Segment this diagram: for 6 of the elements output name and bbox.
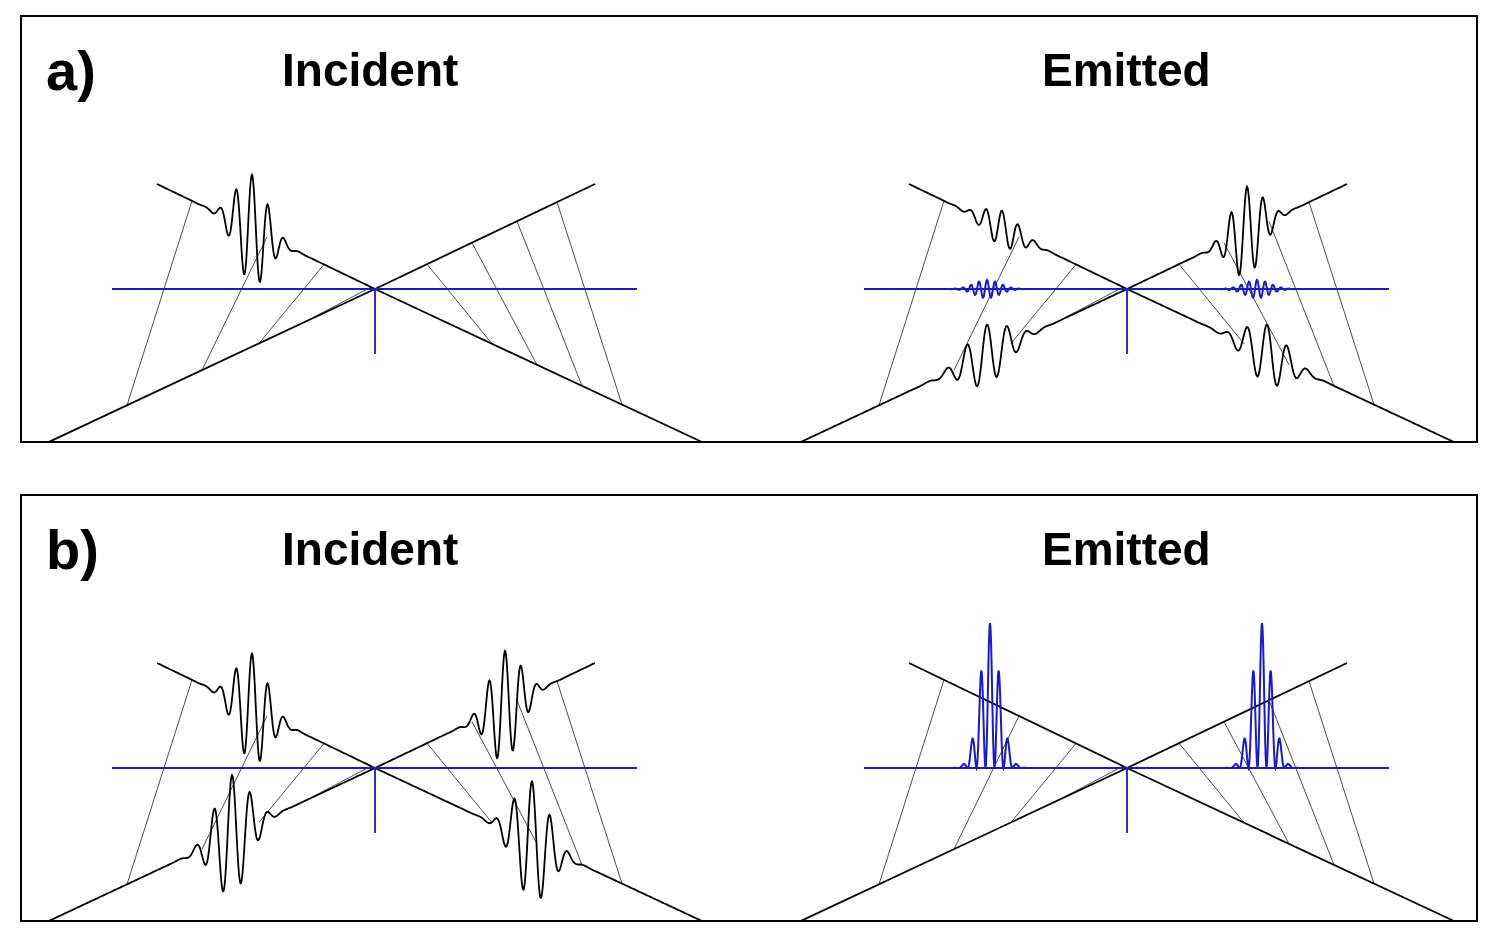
- figure-panel: [20, 494, 1478, 922]
- figure-panel: [20, 15, 1478, 443]
- panel-heading: Incident: [282, 526, 459, 572]
- panel-heading: Emitted: [1042, 526, 1211, 572]
- panel-heading: Incident: [282, 47, 459, 93]
- panel-heading: Emitted: [1042, 47, 1211, 93]
